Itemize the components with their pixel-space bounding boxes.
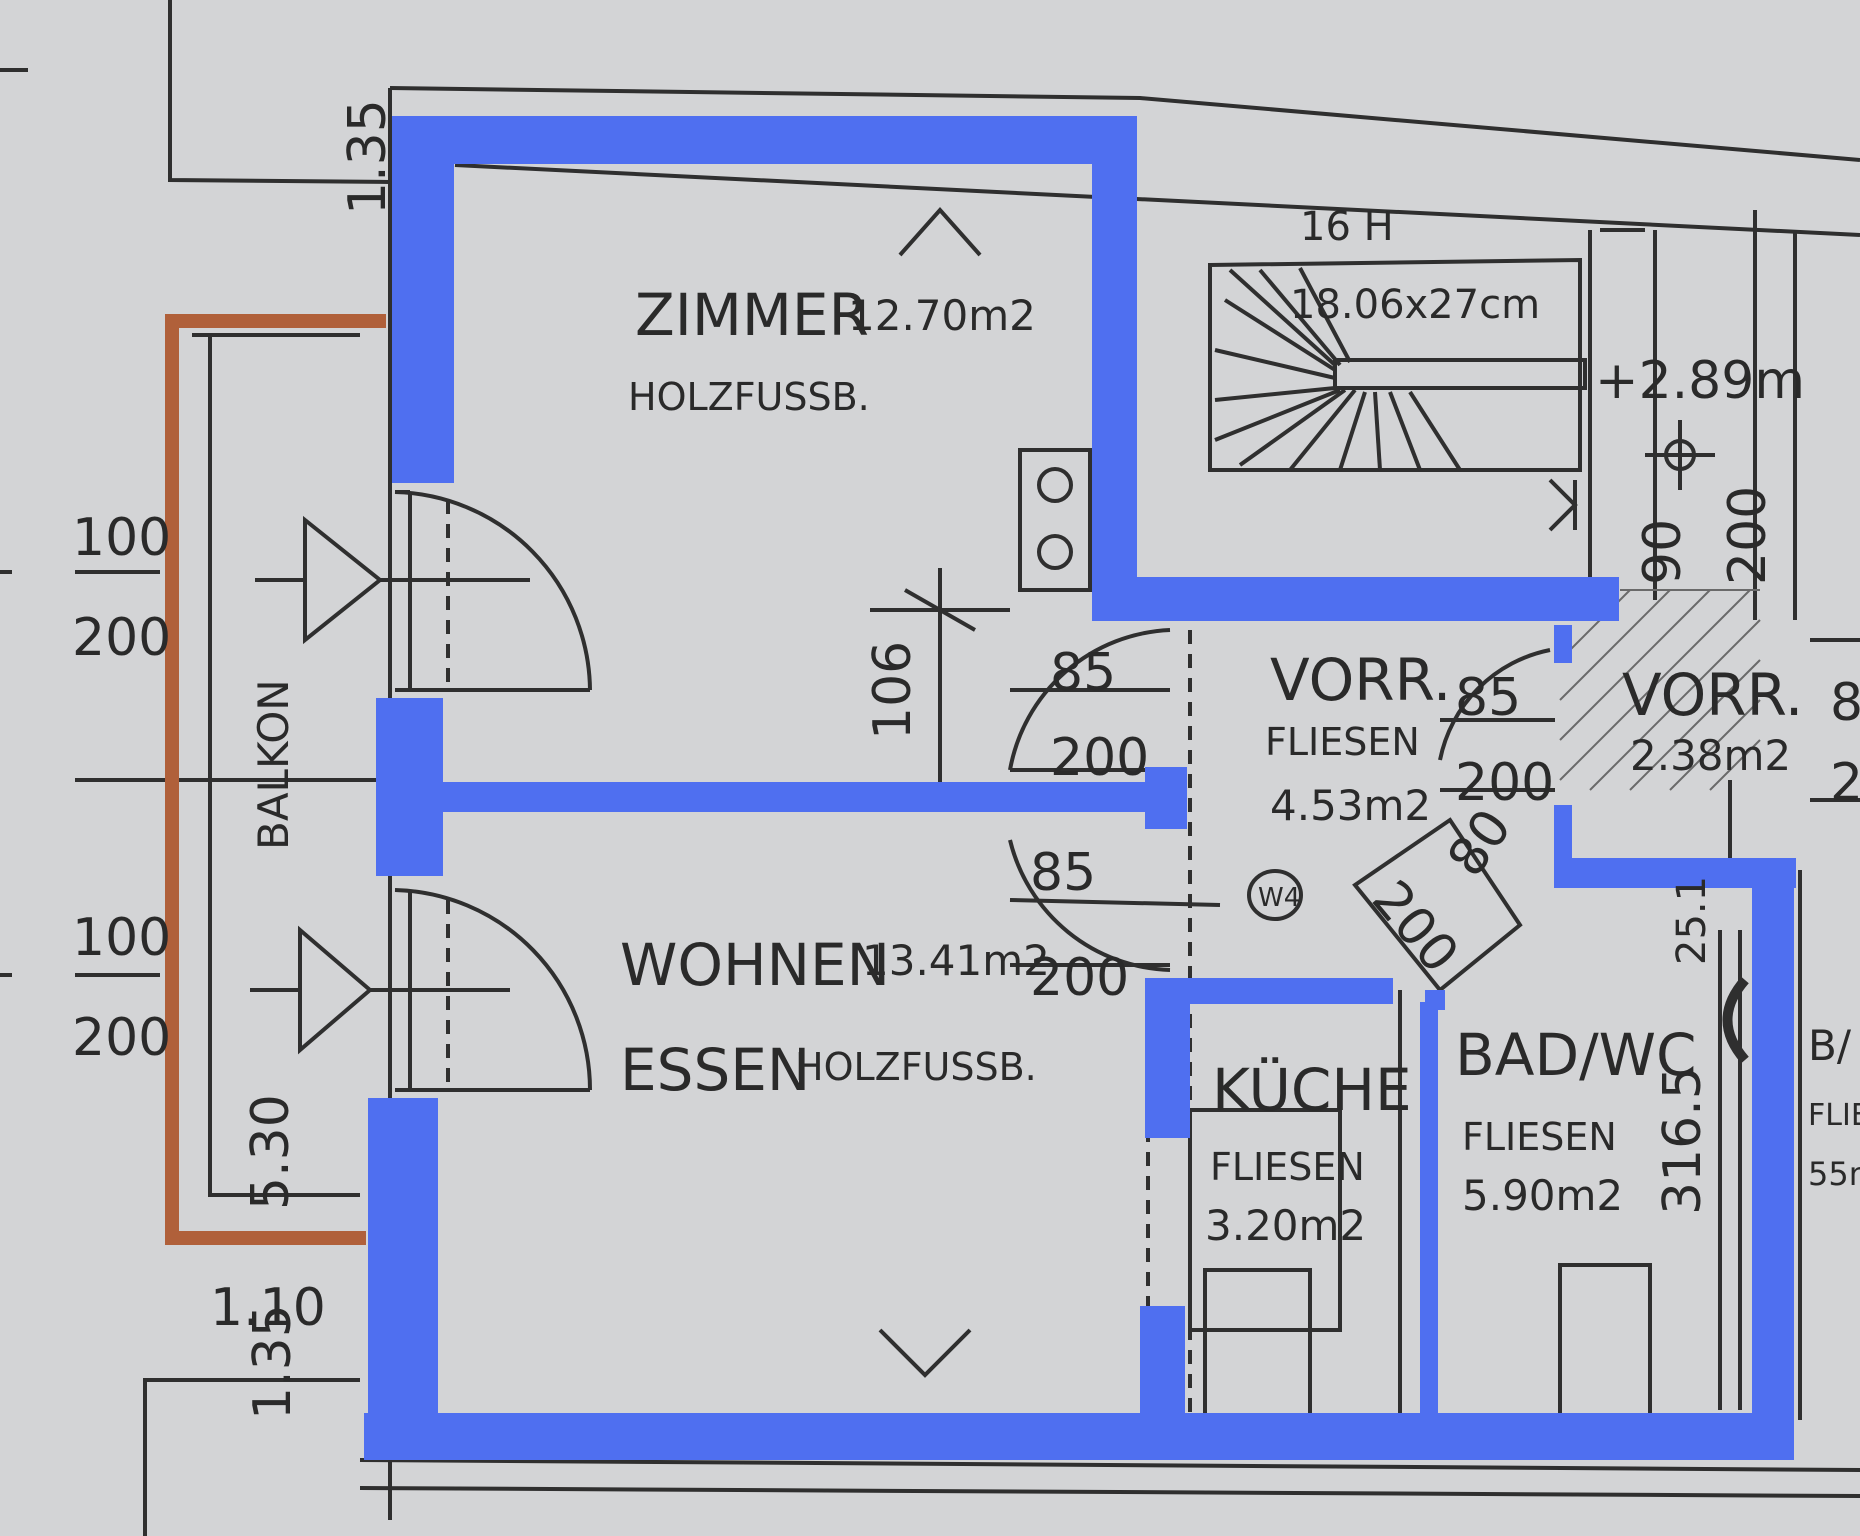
wall-right [1752,858,1794,1460]
wall-zimmer-wohnen [437,782,1145,812]
wall-wohnen-left [368,1098,438,1460]
wall-zimmer-left [392,116,454,483]
zimmer-area: 12.70m2 [848,291,1036,340]
dim-bottom-left-1: 1.10 [210,1278,326,1338]
kueche-floor: FLIESEN [1210,1145,1365,1189]
wall-corner-nub [1425,990,1445,1010]
kueche-name: KÜCHE [1212,1056,1412,1124]
dim-door2-w: 100 [72,908,171,968]
vorr2-area: 2.38m2 [1630,731,1791,780]
dim-edge-8: 8 [1830,673,1860,733]
wall-highlight [364,116,1796,1460]
dim-door-vorr2-w: 85 [1455,668,1521,728]
dim-stair: 16 H [1300,204,1394,250]
wall-top [392,116,1137,164]
dim-door-zimmer-w: 85 [1050,643,1116,703]
bad-floor: FLIESEN [1462,1115,1617,1159]
wall-stub-2 [1554,805,1572,870]
bad-name: BAD/WC [1455,1021,1697,1089]
vorr-name: VORR. [1270,646,1451,714]
dim-stair-side-2: 200 [1718,486,1778,585]
wall-stair-left [1092,116,1137,606]
dim-zimmer-sill: 106 [863,641,923,740]
right-room-name: B/ [1808,1021,1852,1070]
dim-door1-w: 100 [72,508,171,568]
dim-bad-small: 25.1 [1669,876,1715,965]
dim-edge-2: 2 [1830,753,1860,813]
bad-area: 5.90m2 [1462,1171,1623,1220]
dim-door-wohnen-h: 200 [1030,948,1129,1008]
window-tag-w4: W4 [1258,883,1300,913]
right-room-floor: FLIESE [1808,1098,1860,1133]
zimmer-floor: HOLZFUSSB. [628,375,870,419]
vorr-floor: FLIESEN [1265,720,1420,764]
wall-stair-bottom [1092,577,1619,621]
vorr-area: 4.53m2 [1270,781,1431,830]
dim-top-left: 1.35 [338,99,398,215]
wall-pier-balcony [376,698,443,876]
dim-door2-h: 200 [72,1008,171,1068]
wall-pier-vorr [1145,767,1187,829]
wall-bottom [364,1413,1794,1460]
dim-door-vorr2-h: 200 [1455,753,1554,813]
dim-balkon-length: 5.30 [241,1094,301,1210]
essen-floor: HOLZFUSSB. [795,1045,1037,1089]
dim-door-wohnen-w: 85 [1030,843,1096,903]
dim-door1-h: 200 [72,608,171,668]
dim-bad-height: 316.5 [1653,1066,1713,1215]
wall-kueche-bad [1420,1002,1438,1417]
wohnen-area: 13.41m2 [862,936,1050,985]
balkon-name: BALKON [249,679,298,850]
room-labels: ZIMMER 12.70m2 HOLZFUSSB. WOHNEN 13.41m2… [249,281,1860,1250]
wohnen-name: WOHNEN [620,931,890,999]
wall-kueche-pier-low [1140,1306,1185,1414]
essen-name: ESSEN [620,1036,810,1104]
dim-stair-size: 18.06x27cm [1290,282,1540,328]
balcony-outline [165,314,386,1245]
zimmer-name: ZIMMER [635,281,869,349]
dim-bottom-left-2: 1.35 [243,1304,303,1420]
dimension-labels: 1.35 100 200 100 200 5.30 1.10 1.35 106 … [72,99,1860,1420]
wall-kueche-pier [1145,978,1190,1138]
wall-stub-1 [1554,625,1572,663]
kueche-area: 3.20m2 [1205,1201,1366,1250]
dim-level: +2.89m [1595,351,1805,411]
dim-stair-side-1: 90 [1633,519,1693,585]
vorr2-name: VORR. [1622,661,1803,729]
right-room-area: 55m [1808,1155,1860,1193]
dim-door-zimmer-h: 200 [1050,728,1149,788]
